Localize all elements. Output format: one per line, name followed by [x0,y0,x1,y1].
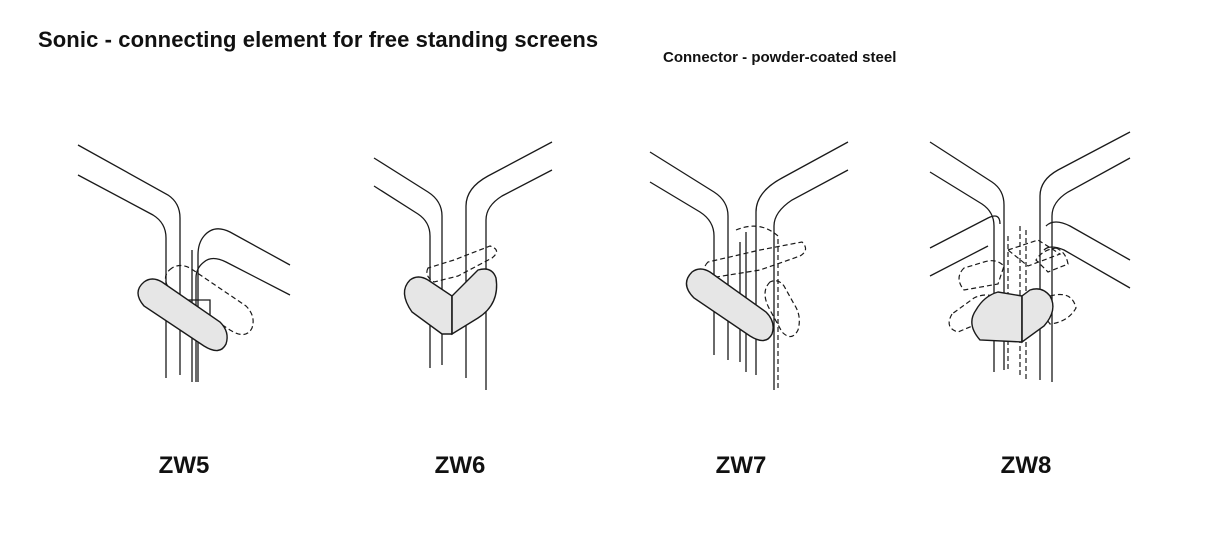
variant-label-zw5: ZW5 [158,452,210,479]
connector-drawing-zw8 [929,131,1131,382]
variant-label-zw8: ZW8 [1000,452,1052,479]
diagram-zw8 [900,100,1190,420]
variant-label-zw6: ZW6 [434,452,486,479]
connector-drawing-zw5 [77,144,291,382]
diagram-zw5 [40,100,330,420]
page-title: Sonic - connecting element for free stan… [38,27,599,52]
variant-label-zw7: ZW7 [715,452,767,479]
connector-drawing-zw6 [373,141,553,390]
diagram-zw7 [610,100,900,420]
material-note: Connector - powder-coated steel [663,49,897,66]
connector-drawing-zw7 [649,141,849,390]
diagram-zw6 [330,100,620,420]
